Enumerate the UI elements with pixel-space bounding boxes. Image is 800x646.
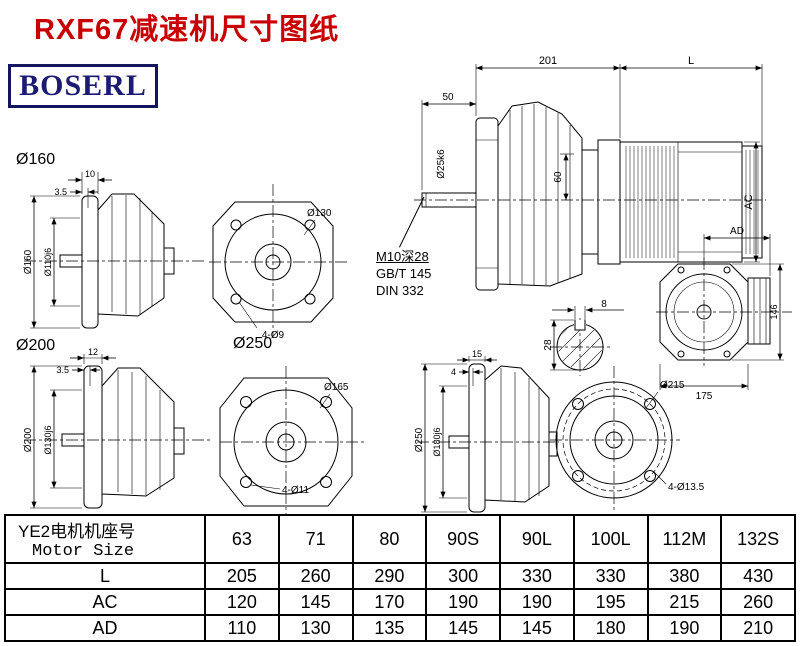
dim-label: 175 xyxy=(696,391,713,402)
dim-label: 146 xyxy=(769,304,779,319)
dim-label: 3.5 xyxy=(56,365,69,375)
table-header-cell: 80 xyxy=(351,514,428,564)
table-cell: 145 xyxy=(425,614,501,642)
row-label: AD xyxy=(4,614,206,642)
thread-spec: M10深28 xyxy=(376,249,429,264)
flange-outline xyxy=(555,381,673,499)
table-header-cell: 112M xyxy=(646,514,723,564)
table-header-cell: 63 xyxy=(204,514,280,564)
thread-note: M10深28 GB/T 145 DIN 332 xyxy=(376,248,431,299)
drawing-250-side-view: Ø250 Ø180j6 15 4 xyxy=(414,349,559,513)
flange-outline xyxy=(219,377,353,507)
dim-label: 3.5 xyxy=(54,187,67,197)
flange-outline xyxy=(212,201,334,323)
table-cell: 145 xyxy=(499,614,575,642)
reducer-outline xyxy=(59,193,175,329)
dim-label: Ø165 xyxy=(324,382,349,393)
table-cell: 180 xyxy=(572,614,649,642)
table-cell: 380 xyxy=(646,562,723,590)
dimension-table: YE2电机机座号 Motor Size 63 71 80 90S 90L 100… xyxy=(4,514,796,642)
drawing-200-front-view: Ø165 4-Ø11 xyxy=(219,366,364,514)
dim-label: AD xyxy=(730,226,744,237)
dim-label: Ø160 xyxy=(23,249,34,274)
table-cell: 190 xyxy=(425,588,501,616)
dim-label: Ø110j6 xyxy=(43,248,53,276)
table-cell: 260 xyxy=(277,562,354,590)
drawing-160-front-view: Ø130 4-Ø9 xyxy=(209,184,347,341)
table-cell: 190 xyxy=(499,588,575,616)
dim-label: Ø130 xyxy=(307,208,332,219)
dim-label: 10 xyxy=(85,169,95,179)
end-view-outline xyxy=(659,263,771,361)
dim-label: Ø200 xyxy=(23,427,34,452)
dim-label: L xyxy=(688,55,694,67)
table-cell: 290 xyxy=(351,562,428,590)
table-cell: 170 xyxy=(351,588,428,616)
dim-label: 28 xyxy=(543,339,554,351)
table-row-AD: AD 110 130 135 145 145 180 190 210 xyxy=(4,614,796,642)
dim-label: 60 xyxy=(553,171,564,183)
drawing-main-side-view: 201 L 50 Ø25k6 60 AC xyxy=(414,55,766,291)
section-label-200: Ø200 xyxy=(16,337,56,354)
table-cell: 195 xyxy=(572,588,649,616)
table-cell: 330 xyxy=(572,562,649,590)
motor-size-label-en: Motor Size xyxy=(32,542,135,561)
dim-label: Ø25k6 xyxy=(436,149,447,179)
table-header-cell: 132S xyxy=(720,514,796,564)
reducer-outline xyxy=(61,365,185,509)
drawing-250-front-view: Ø215 4-Ø13.5 xyxy=(550,366,705,510)
keyway-section: 8 28 xyxy=(543,299,624,376)
table-cell: 110 xyxy=(204,614,280,642)
dim-label: AC xyxy=(743,194,755,209)
brand-logo-text: BOSERL xyxy=(19,69,147,102)
table-cell: 205 xyxy=(204,562,280,590)
table-header-cell: 100L xyxy=(572,514,649,564)
table-row-AC: AC 120 145 170 190 190 195 215 260 xyxy=(4,588,796,616)
dim-label: 4-Ø9 xyxy=(262,330,285,341)
table-header-row: YE2电机机座号 Motor Size 63 71 80 90S 90L 100… xyxy=(4,514,796,564)
drawing-end-view: AD 146 175 xyxy=(656,226,792,402)
row-label: AC xyxy=(4,588,206,616)
dim-label: Ø180j6 xyxy=(432,427,442,456)
table-cell: 260 xyxy=(720,588,796,616)
table-cell: 330 xyxy=(499,562,575,590)
dim-label: 8 xyxy=(601,299,607,310)
gearmotor-outline xyxy=(421,101,763,291)
table-cell: 300 xyxy=(425,562,501,590)
table-cell: 190 xyxy=(646,614,723,642)
standard-gbt: GB/T 145 xyxy=(376,266,432,281)
table-cell: 145 xyxy=(277,588,354,616)
table-header-cell: 71 xyxy=(277,514,354,564)
standard-din: DIN 332 xyxy=(376,283,424,298)
dim-label: 4-Ø11 xyxy=(282,485,309,496)
dim-label: 12 xyxy=(88,347,98,357)
table-header-motor-size: YE2电机机座号 Motor Size xyxy=(4,514,206,564)
motor-size-label-cn: YE2电机机座号 xyxy=(18,522,136,541)
page-title: RXF67减速机尺寸图纸 xyxy=(34,14,340,46)
dim-label: 4-Ø13.5 xyxy=(668,482,705,493)
dim-label: Ø250 xyxy=(414,427,425,452)
table-row-L: L 205 260 290 300 330 330 380 430 xyxy=(4,562,796,590)
drawing-200-side-view: Ø200 Ø130j6 12 3.5 xyxy=(23,347,212,509)
dim-label: Ø215 xyxy=(660,380,685,391)
table-header-cell: 90S xyxy=(425,514,501,564)
dim-label: 15 xyxy=(472,349,482,359)
dim-label: Ø130j6 xyxy=(43,425,53,454)
table-header-cell: 90L xyxy=(499,514,575,564)
table-cell: 135 xyxy=(351,614,428,642)
table-cell: 215 xyxy=(646,588,723,616)
row-label: L xyxy=(4,562,206,590)
dim-label: 50 xyxy=(442,92,454,103)
table-cell: 120 xyxy=(204,588,280,616)
table-cell: 210 xyxy=(720,614,796,642)
table-cell: 130 xyxy=(277,614,354,642)
drawing-160-side-view: Ø160 Ø110j6 10 3.5 xyxy=(23,169,204,329)
dim-label: 201 xyxy=(539,55,557,67)
section-label-160: Ø160 xyxy=(16,151,56,168)
table-cell: 430 xyxy=(720,562,796,590)
reducer-outline xyxy=(448,363,558,513)
dim-label: 4 xyxy=(451,367,456,377)
brand-logo-box: BOSERL xyxy=(8,64,158,108)
section-label-250: Ø250 xyxy=(233,335,273,352)
